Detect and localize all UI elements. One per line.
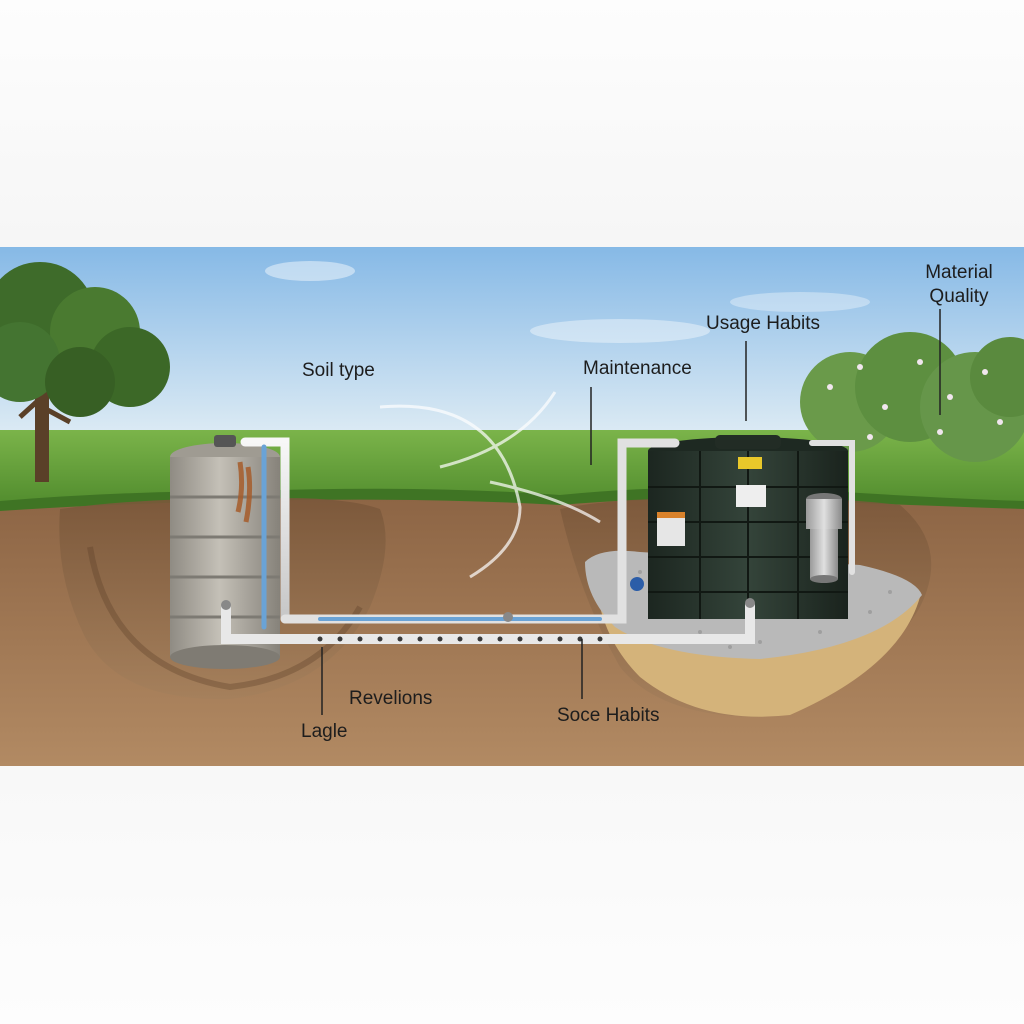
- label-material-quality: Material Quality: [912, 261, 1006, 309]
- label-material-quality-line1: Material: [925, 262, 993, 283]
- cloud: [530, 319, 710, 343]
- left-pit-shadow: [87, 546, 363, 691]
- flow-swoosh: [379, 391, 601, 579]
- septic-system-diagram: [0, 247, 1024, 766]
- leader-lines: [321, 309, 941, 715]
- label-revelions: Revelions: [349, 688, 433, 709]
- cloud: [730, 292, 870, 312]
- label-usage-habits: Usage Habits: [706, 313, 821, 334]
- label-maintenance: Maintenance: [583, 358, 692, 379]
- cloud: [265, 261, 355, 281]
- filter-unit-icon: [806, 493, 842, 583]
- label-soce-habits: Soce Habits: [557, 705, 660, 726]
- valve-icon: [630, 577, 644, 591]
- label-soil-type: Soil type: [302, 360, 375, 381]
- bottom-margin: [0, 766, 1024, 1024]
- label-material-quality-line2: Quality: [929, 286, 989, 307]
- tree-icon: [0, 262, 170, 482]
- pipe-network-icon: [221, 437, 855, 644]
- pipe-fittings: [221, 598, 755, 622]
- pipe-perforations: [317, 636, 603, 642]
- label-lagle: Lagle: [301, 721, 348, 742]
- top-margin: [0, 0, 1024, 247]
- shrubs-icon: [800, 332, 1024, 462]
